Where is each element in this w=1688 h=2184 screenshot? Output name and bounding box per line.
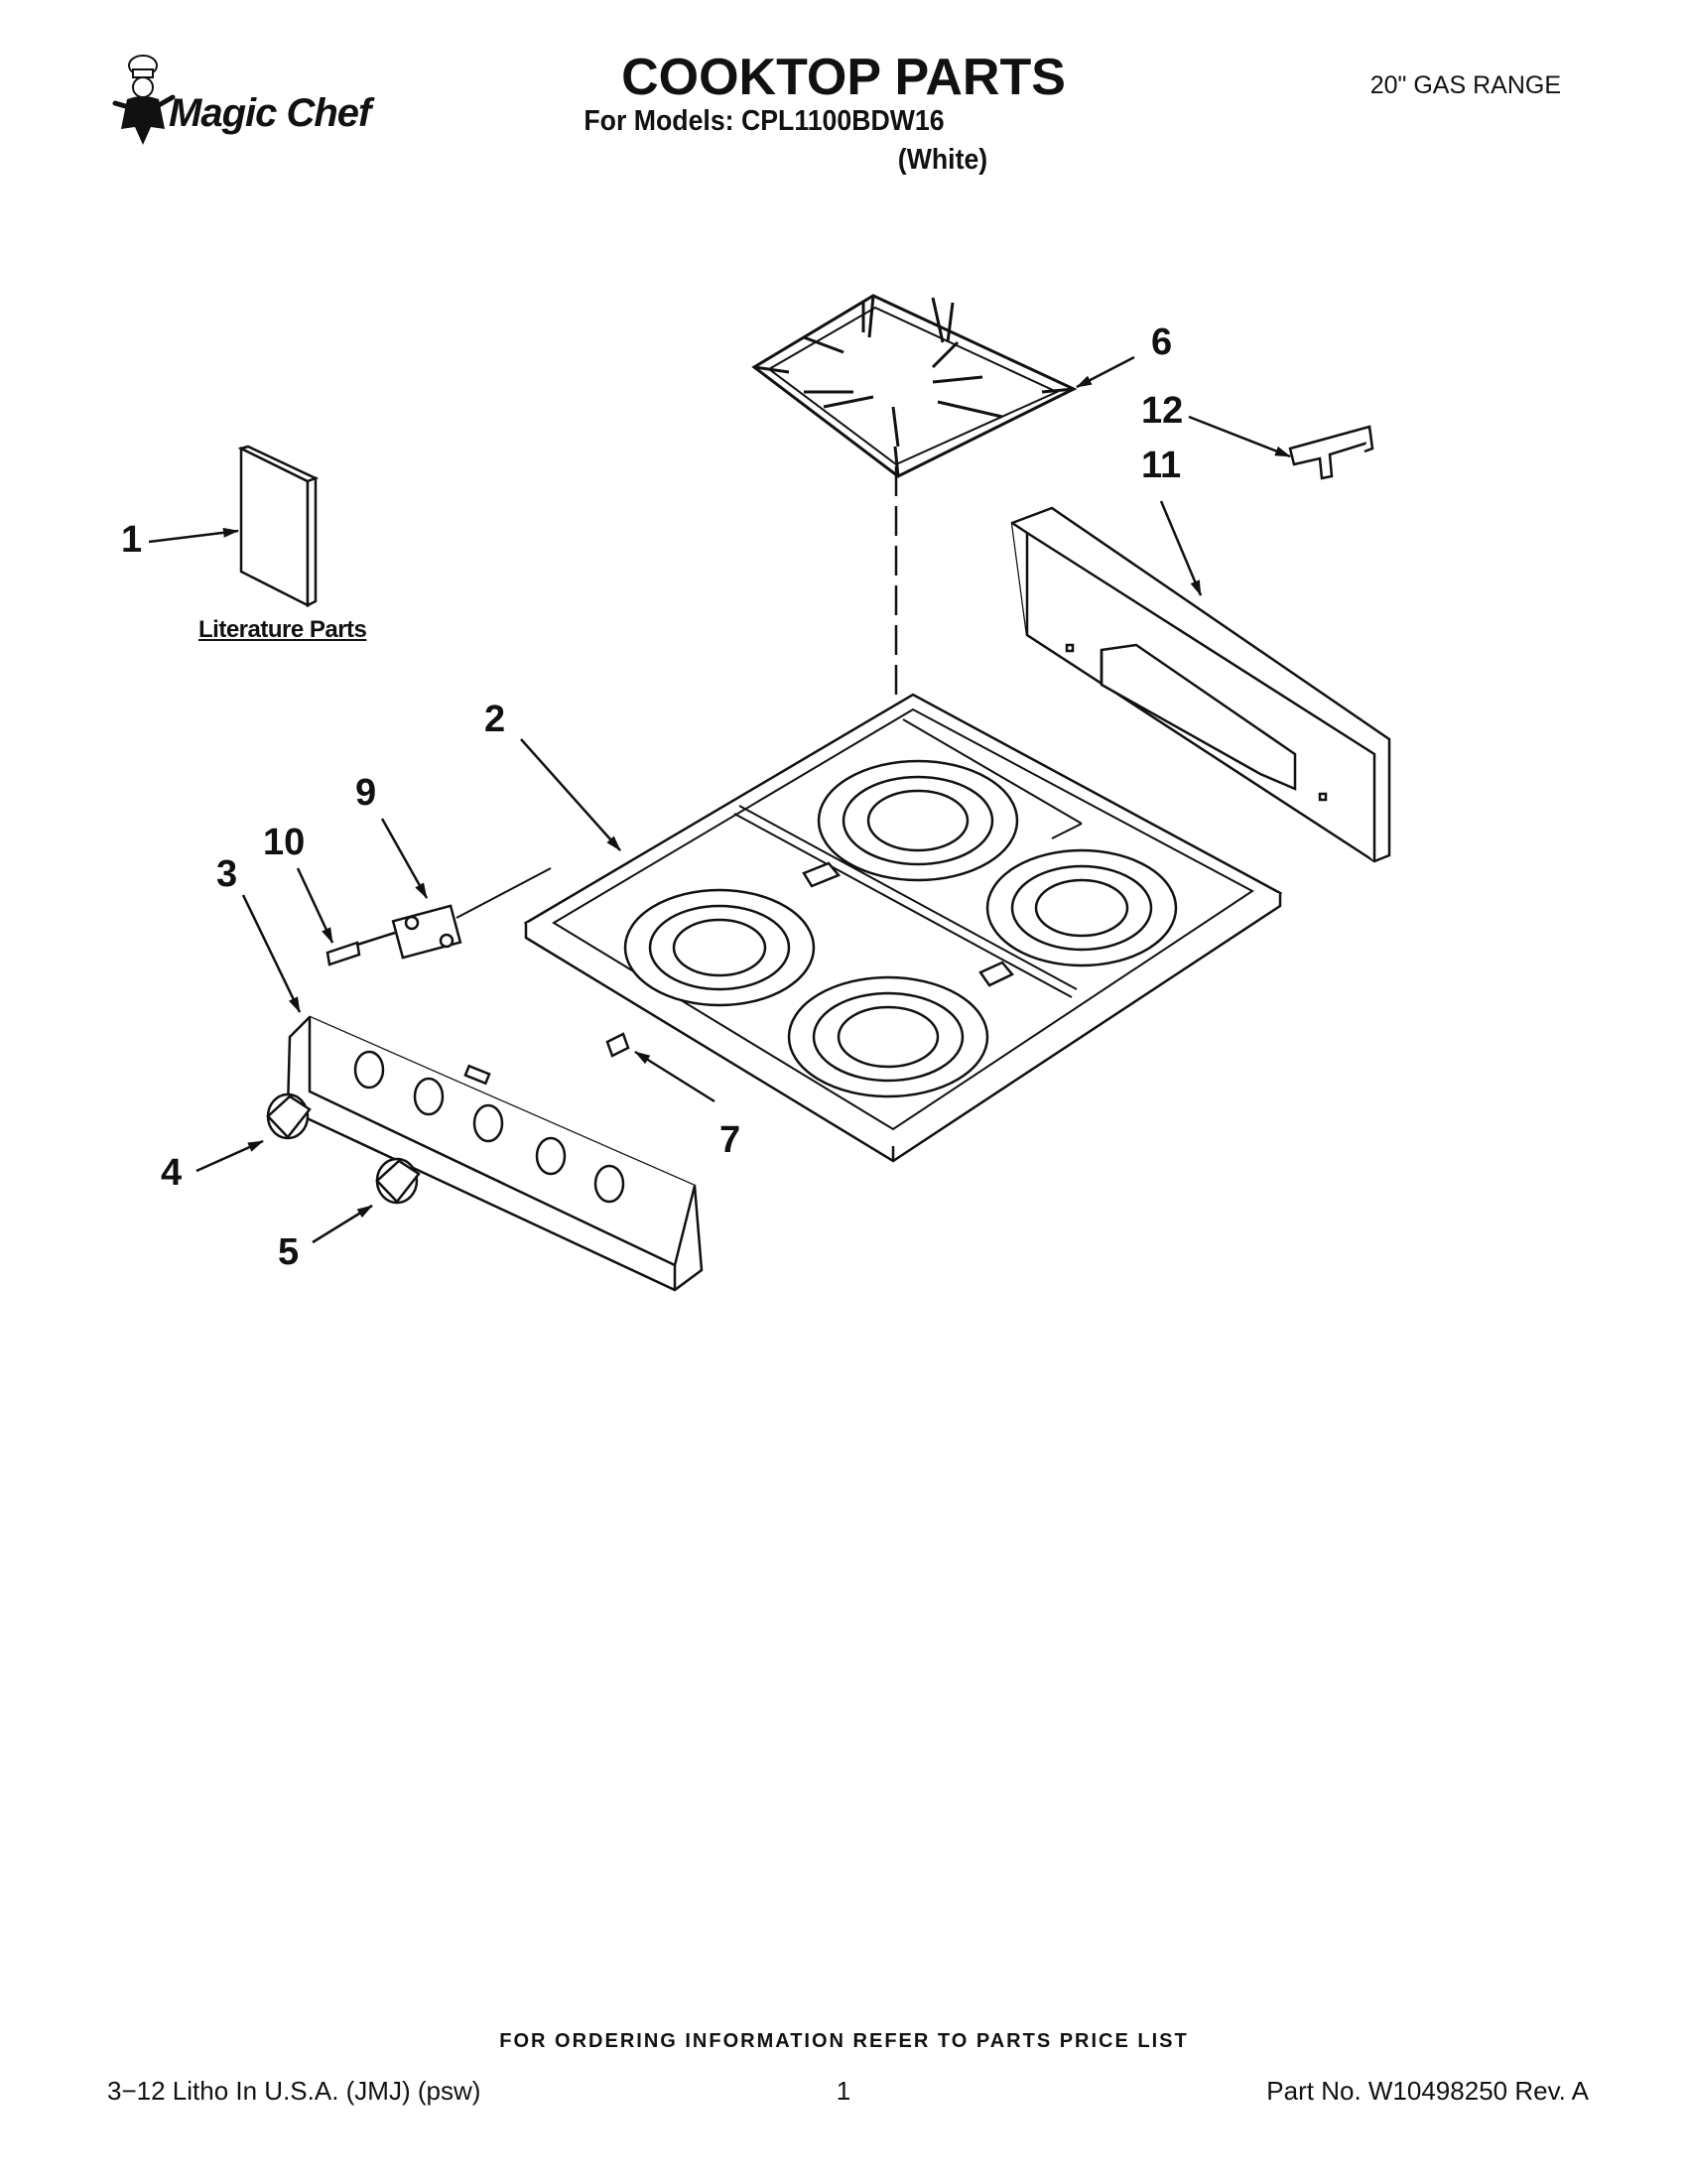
callout-12: 12 [1141,390,1184,432]
leader-3 [241,894,302,1013]
model-number: For Models: CPL1100BDW16 [584,105,945,137]
leader-10 [296,867,334,944]
valve-fitting [325,931,396,966]
leader-12 [1188,415,1291,458]
callout-5: 5 [278,1231,300,1273]
literature-parts-label: Literature Parts [198,616,367,643]
bracket [1288,425,1374,480]
page-number: 1 [836,2076,851,2106]
burner-grate [751,294,1078,478]
callout-11: 11 [1141,445,1182,486]
callout-4: 4 [161,1152,183,1194]
callout-10: 10 [263,822,306,863]
range-type: 20" GAS RANGE [1369,71,1561,99]
leader-4 [195,1139,264,1173]
leader-9 [380,818,429,899]
chef-mascot-icon [112,55,176,145]
leader-7 [634,1050,715,1103]
callout-3: 3 [216,853,238,895]
control-panel [286,1015,704,1292]
page-title: COOKTOP PARTS [621,49,1066,106]
leader-6 [1076,355,1135,389]
litho-info: 3−12 Litho In U.S.A. (JMJ) (psw) [107,2076,481,2106]
callout-6: 6 [1151,321,1173,363]
leader-11 [1159,500,1203,596]
callout-9: 9 [355,772,377,814]
backguard [1010,506,1391,863]
leader-5 [312,1204,373,1244]
leader-lines [148,355,1291,1244]
cooktop-main-top [523,693,1283,1163]
control-knob-5 [375,1157,421,1205]
ordering-info: FOR ORDERING INFORMATION REFER TO PARTS … [499,2030,1189,2052]
part-number: Part No. W10498250 Rev. A [1266,2076,1589,2106]
gas-valve [391,867,552,960]
brand-name: Magic Chef [169,91,371,135]
callout-2: 2 [484,699,506,740]
callout-1: 1 [121,519,143,561]
brand-logo: Magic Chef [107,50,445,149]
model-color: (White) [897,144,988,176]
control-knob-4 [266,1092,312,1140]
leader-2 [520,738,621,851]
leader-1 [148,527,239,544]
callout-7: 7 [719,1119,741,1161]
literature-booklet [237,445,320,608]
screw [605,1032,630,1058]
